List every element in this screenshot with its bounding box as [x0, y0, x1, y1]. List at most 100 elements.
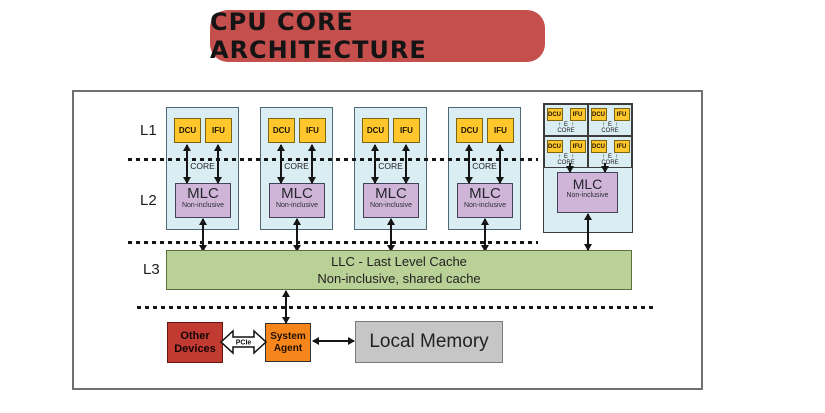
ecore-grid: DCU IFU ↑E↑ CORE DCU IFU ↑E↑ CORE DCU IF… — [544, 104, 632, 168]
ecore-arrows: ↑E↑ — [545, 122, 587, 128]
ecore-mlc-arrow — [566, 163, 574, 173]
mlc-note: Non-inclusive — [463, 202, 507, 209]
title-banner: CPU CORE ARCHITECTURE — [210, 8, 545, 64]
ifu-cache-box: IFU — [299, 118, 326, 143]
ifu-mlc-arrow — [214, 144, 222, 184]
mlc-llc-arrow — [293, 218, 301, 252]
llc-system-agent-arrow — [282, 290, 290, 324]
llc-bar: LLC - Last Level Cache Non-inclusive, sh… — [166, 250, 632, 290]
level-label-l3: L3 — [143, 261, 160, 278]
mlc-cache-box: MLC Non-inclusive — [175, 183, 231, 218]
l2-l3-boundary-line — [128, 241, 538, 244]
mlc-note: Non-inclusive — [369, 202, 413, 209]
ifu-cache-box: IFU — [487, 118, 514, 143]
mlc-llc-arrow — [387, 218, 395, 252]
ecluster-llc-arrow — [584, 213, 592, 251]
page-title: CPU CORE ARCHITECTURE — [210, 8, 427, 64]
pcie-label: PCIe — [236, 340, 252, 347]
up-arrow-icon: ↑ — [615, 154, 618, 160]
mlc-cache-box: MLC Non-inclusive — [269, 183, 325, 218]
mlc-cache-box: MLC Non-inclusive — [363, 183, 419, 218]
mlc-note: Non-inclusive — [275, 202, 319, 209]
ecore-mlc-arrow — [601, 163, 609, 173]
ifu-cache-box: IFU — [205, 118, 232, 143]
ecore-units: DCU IFU — [589, 108, 631, 121]
ecore-e-label: E — [607, 154, 612, 160]
dcu-cache-box: DCU — [174, 118, 201, 143]
system-agent-label: System — [270, 330, 306, 342]
ecore-cluster-block: DCU IFU ↑E↑ CORE DCU IFU ↑E↑ CORE DCU IF… — [543, 103, 633, 233]
ifu-mlc-arrow — [496, 144, 504, 184]
ecore-arrows: ↑E↑ — [589, 122, 631, 128]
ecore-units: DCU IFU — [545, 140, 587, 153]
mlc-cache-box: MLC Non-inclusive — [457, 183, 513, 218]
system-agent-label: Agent — [273, 342, 303, 354]
ecore-cell: DCU IFU ↑E↑ CORE — [588, 136, 632, 168]
up-arrow-icon: ↑ — [601, 122, 605, 128]
ecore-units: DCU IFU — [589, 140, 631, 153]
ifu-cache-box: IFU — [569, 140, 586, 153]
dcu-cache-box: DCU — [546, 108, 563, 121]
other-devices-label: Devices — [174, 342, 216, 355]
core-label: CORE — [284, 161, 309, 171]
ecore-units: DCU IFU — [545, 108, 587, 121]
ecore-e-label: E — [607, 122, 612, 128]
core-label: CORE — [601, 128, 619, 134]
mlc-note: Non-inclusive — [566, 192, 609, 199]
pcie-arrow: PCIe — [220, 329, 267, 355]
ecore-cell: DCU IFU ↑E↑ CORE — [544, 104, 588, 136]
mlc-llc-arrow — [199, 218, 207, 252]
mlc-label: MLC — [375, 185, 407, 202]
core-label: CORE — [601, 160, 619, 166]
core-blocks-row: DCU IFU CORE MLC Non-inclusive DCU IFU — [166, 107, 521, 252]
mlc-note: Non-inclusive — [181, 202, 225, 209]
dcu-label: DCU — [272, 126, 291, 135]
llc-title: LLC - Last Level Cache — [331, 254, 467, 269]
mlc-llc-arrow — [481, 218, 489, 252]
dcu-mlc-arrow — [465, 144, 473, 184]
ecore-arrows: ↑E↑ — [589, 154, 631, 160]
ifu-label: IFU — [212, 126, 225, 135]
dcu-cache-box: DCU — [268, 118, 295, 143]
dcu-cache-box: DCU — [590, 108, 607, 121]
mlc-label: MLC — [572, 176, 603, 192]
dcu-cache-box: DCU — [546, 140, 563, 153]
ifu-mlc-arrow — [308, 144, 316, 184]
ifu-label: IFU — [400, 126, 413, 135]
ecore-cell: DCU IFU ↑E↑ CORE — [588, 104, 632, 136]
dcu-cache-box: DCU — [362, 118, 389, 143]
ifu-cache-box: IFU — [569, 108, 586, 121]
ecore-arrows: ↑E↑ — [545, 154, 587, 160]
pcie-arrow-shape — [220, 329, 267, 355]
dcu-cache-box: DCU — [590, 140, 607, 153]
core-block: DCU IFU CORE MLC Non-inclusive — [448, 107, 521, 252]
core-block: DCU IFU CORE MLC Non-inclusive — [166, 107, 239, 252]
other-devices-box: Other Devices — [167, 322, 223, 363]
dcu-label: DCU — [366, 126, 385, 135]
mlc-label: MLC — [187, 185, 219, 202]
up-arrow-icon: ↑ — [571, 154, 574, 160]
core-block: DCU IFU CORE MLC Non-inclusive — [354, 107, 427, 252]
up-arrow-icon: ↑ — [615, 122, 618, 128]
ecore-cell: DCU IFU ↑E↑ CORE — [544, 136, 588, 168]
system-agent-box: System Agent — [265, 323, 311, 362]
dcu-mlc-arrow — [277, 144, 285, 184]
core-block: DCU IFU CORE MLC Non-inclusive — [260, 107, 333, 252]
ecore-e-label: E — [563, 122, 568, 128]
ifu-mlc-arrow — [402, 144, 410, 184]
up-arrow-icon: ↑ — [557, 122, 561, 128]
ifu-cache-box: IFU — [613, 140, 630, 153]
other-devices-label: Other — [180, 329, 210, 342]
agent-memory-arrow — [312, 337, 355, 345]
llc-subtitle: Non-inclusive, shared cache — [317, 271, 481, 286]
up-arrow-icon: ↑ — [601, 154, 605, 160]
local-memory-label: Local Memory — [369, 331, 489, 352]
core-label: CORE — [557, 160, 575, 166]
core-label: CORE — [472, 161, 497, 171]
mlc-label: MLC — [469, 185, 501, 202]
mlc-label: MLC — [281, 185, 313, 202]
core-label: CORE — [378, 161, 403, 171]
ifu-label: IFU — [494, 126, 507, 135]
up-arrow-icon: ↑ — [571, 122, 574, 128]
